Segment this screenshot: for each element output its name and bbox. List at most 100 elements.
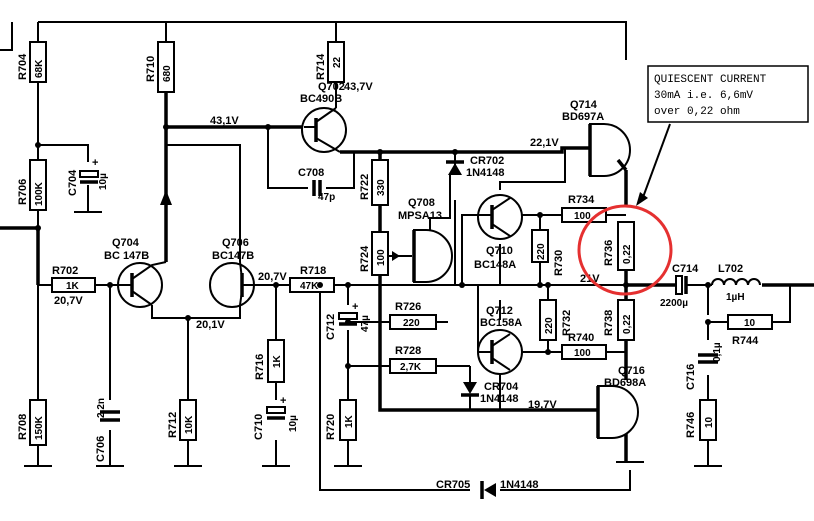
capacitor-c714: C714 2200µ (660, 263, 699, 309)
r712-val: 10K (184, 415, 195, 434)
q708-ref: Q708 (408, 197, 435, 209)
r726-val: 220 (403, 318, 420, 329)
r736-highlight-ellipse (577, 204, 673, 296)
diode-cr705: CR705 1N4148 (436, 479, 539, 499)
r746-ref: R746 (685, 412, 697, 438)
transistor-q716: Q716 BD698A (596, 365, 646, 439)
r710-ref: R710 (145, 56, 157, 82)
r738-val: 0,22 (622, 314, 633, 334)
cr702-ref: CR702 (470, 155, 504, 167)
r720-ref: R720 (325, 414, 337, 440)
transistors: Q702 BC490B Q704 BC 147B Q706 BC147B Q70… (104, 81, 646, 439)
resistor-r718: R718 47K (289, 265, 335, 293)
r716-val: 1K (272, 354, 283, 368)
cr705-ref: CR705 (436, 479, 470, 491)
resistor-r746: R746 10 (685, 399, 717, 441)
capacitor-c710: + C710 10µ (253, 395, 299, 440)
r714-val: 22 (332, 56, 343, 68)
r710-val: 680 (162, 65, 173, 82)
resistor-r734: R734 100 (561, 194, 607, 223)
cr702-type: 1N4148 (466, 167, 505, 179)
c714-val: 2200µ (660, 298, 688, 309)
voltage-43-1: 43,1V (210, 115, 239, 127)
c708-val: 47p (318, 192, 335, 203)
c704-val: 10µ (98, 173, 109, 190)
voltage-20-7-b: 20,7V (258, 271, 287, 283)
resistor-r740: R740 100 (561, 332, 607, 360)
c706-val: 2,2n (96, 398, 107, 418)
r702-ref: R702 (52, 265, 78, 277)
note-line-1: QUIESCENT CURRENT (654, 74, 767, 86)
resistor-r714: R714 22 (315, 41, 345, 83)
r736-val: 0,22 (622, 244, 633, 264)
resistor-r732: 220 R732 (539, 299, 573, 341)
q710-ref: Q710 (486, 245, 513, 257)
c706-ref: C706 (95, 436, 107, 462)
r732-ref: R732 (561, 310, 573, 336)
resistor-r724: R724 100 (359, 231, 400, 276)
r746-val: 10 (704, 416, 715, 428)
transistor-q710: Q710 BC148A (474, 194, 523, 271)
resistor-r720: R720 1K (325, 399, 357, 441)
l702-ref: L702 (718, 263, 743, 275)
junction-dots (35, 124, 711, 369)
r736-ref: R736 (603, 240, 615, 266)
resistor-r722: R722 330 (359, 159, 389, 206)
resistor-r712: R712 10K (167, 399, 197, 441)
q702-ref: Q702 (318, 81, 345, 93)
voltage-19-7: 19,7V (528, 399, 557, 411)
r724-val: 100 (376, 249, 387, 266)
r730-val: 220 (536, 243, 547, 260)
q714-ref: Q714 (570, 99, 598, 111)
resistor-r726: R726 220 (389, 301, 437, 330)
cr704-ref: CR704 (484, 381, 519, 393)
r726-ref: R726 (395, 301, 421, 313)
svg-text:+: + (352, 301, 358, 313)
r720-val: 1K (344, 414, 355, 428)
cr705-type: 1N4148 (500, 479, 539, 491)
r706-ref: R706 (17, 179, 29, 205)
r730-ref: R730 (553, 250, 565, 276)
r734-val: 100 (574, 211, 591, 222)
resistors: R704 68K R706 100K R708 150K R710 680 R7… (17, 41, 773, 446)
q706-type: BC147B (212, 250, 254, 262)
q704-type: BC 147B (104, 250, 149, 262)
note-line-3: over 0,22 ohm (654, 106, 740, 118)
resistor-r744: 10 R744 (727, 314, 773, 347)
capacitor-c708: C708 47p (298, 167, 335, 203)
resistor-r708: R708 150K (17, 399, 47, 446)
voltage-43-7: 43,7V (344, 81, 373, 93)
r706-val: 100K (34, 181, 45, 206)
q704-ref: Q704 (112, 237, 140, 249)
capacitor-c704: + C704 10µ (67, 157, 109, 196)
c710-val: 10µ (288, 415, 299, 432)
transistor-q706: Q706 BC147B (209, 237, 262, 308)
r734-ref: R734 (568, 194, 595, 206)
q710-type: BC148A (474, 259, 516, 271)
transistor-q704: Q704 BC 147B (104, 237, 167, 308)
capacitor-c706: C706 2,2n (95, 398, 120, 462)
note-arrow-icon (636, 192, 648, 206)
diodes: CR702 1N4148 CR704 1N4148 CR705 1N4148 (436, 155, 539, 499)
r718-val: 47K (300, 281, 319, 292)
signal-arrow-icon (160, 190, 172, 205)
capacitor-c716: C716 0,1µ (685, 342, 723, 390)
r744-val: 10 (744, 318, 756, 329)
r718-ref: R718 (300, 265, 326, 277)
svg-text:+: + (280, 395, 286, 407)
q712-ref: Q712 (486, 305, 513, 317)
inductor-l702: L702 1µH (711, 263, 761, 303)
c716-val: 0,1µ (712, 342, 723, 362)
q712-type: BC158A (480, 317, 522, 329)
q716-ref: Q716 (618, 365, 645, 377)
q708-type: MPSA13 (398, 210, 442, 222)
svg-text:+: + (92, 157, 98, 169)
r714-ref: R714 (315, 53, 327, 80)
q702-type: BC490B (300, 93, 342, 105)
resistor-r736: R736 0,22 (603, 221, 635, 271)
resistor-r702: R702 1K (51, 265, 96, 293)
cr704-type: 1N4148 (480, 393, 519, 405)
c716-ref: C716 (685, 364, 697, 390)
resistor-r710: R710 680 (145, 41, 175, 93)
